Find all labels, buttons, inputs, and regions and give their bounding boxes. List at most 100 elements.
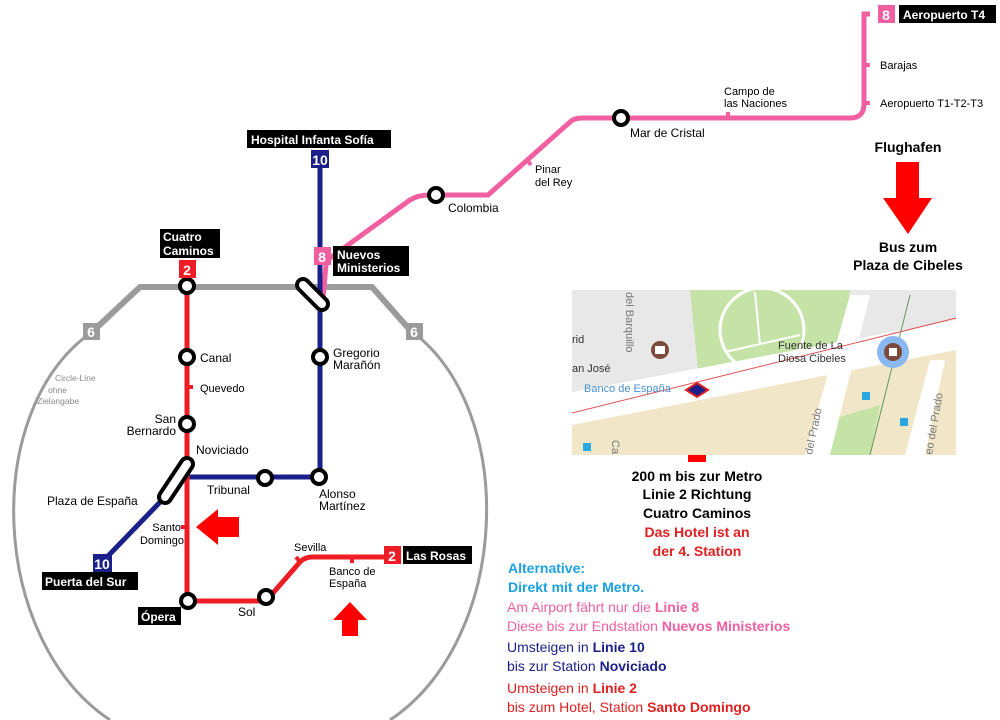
label-santo-domingo-2: Domingo xyxy=(140,535,184,547)
label-gregorio-maranon-2: Marañón xyxy=(333,358,380,372)
label-noviciado: Noviciado xyxy=(196,443,249,457)
map-label-jose: an José xyxy=(572,363,611,375)
line-badges: 10 10 8 8 2 2 6 6 xyxy=(83,5,895,572)
label-barajas: Barajas xyxy=(880,60,918,72)
directions-line: Linie 2 Richtung xyxy=(643,486,752,502)
map-label-fuente-2: Diosa Cibeles xyxy=(778,353,846,365)
directions-line: Das Hotel ist an xyxy=(644,524,749,540)
terminal-opera: Ópera xyxy=(141,609,176,624)
terminal-las-rosas: Las Rosas xyxy=(406,549,466,563)
badge-line-8: 8 xyxy=(318,249,326,265)
station-labels: Barajas Aeropuerto T1-T2-T3 Campo de las… xyxy=(37,60,983,619)
alt-line2-text-2: bis zum Hotel, Station Santo Domingo xyxy=(507,699,751,715)
directions: 200 m bis zur Metro Linie 2 Richtung Cua… xyxy=(632,468,763,559)
fountain-icon xyxy=(889,348,897,356)
station-alonso-martinez[interactable] xyxy=(310,468,328,486)
label-colombia: Colombia xyxy=(448,201,499,215)
map-label-barquillo: del Barquillo xyxy=(623,292,635,353)
flughafen-title: Flughafen xyxy=(875,139,942,155)
interchange-noviciado-plaza-espana[interactable] xyxy=(157,456,195,505)
badge-line-10: 10 xyxy=(94,556,110,572)
terminal-aeropuerto-t4: Aeropuerto T4 xyxy=(903,8,985,22)
label-tribunal: Tribunal xyxy=(207,483,250,497)
badge-line-2: 2 xyxy=(388,548,396,564)
station-cuatro-caminos[interactable] xyxy=(178,277,196,295)
label-pinar-del-rey-2: del Rey xyxy=(535,177,573,189)
bus-label-2: Plaza de Cibeles xyxy=(853,257,963,273)
airport-note: Flughafen Bus zum Plaza de Cibeles xyxy=(853,139,963,273)
alt-line10-text-2: bis zur Station Noviciado xyxy=(507,658,667,674)
directions-line: der 4. Station xyxy=(653,543,742,559)
label-canal: Canal xyxy=(200,351,231,365)
label-pinar-del-rey: Pinar xyxy=(535,164,561,176)
label-sol: Sol xyxy=(238,605,255,619)
label-circle-line: Circle-Line xyxy=(55,373,96,383)
label-alonso-martinez: Alonso xyxy=(319,487,356,501)
map-label-ca: Ca xyxy=(609,440,621,455)
label-banco-de-espana: Banco de xyxy=(329,566,375,578)
directions-line: 200 m bis zur Metro xyxy=(632,468,763,484)
alternative-title: Alternative: xyxy=(508,560,585,576)
label-san-bernardo: San xyxy=(155,412,176,426)
map-label-fuente: Fuente de La xyxy=(778,340,844,352)
line-6 xyxy=(12,284,489,720)
badge-line-6: 6 xyxy=(410,324,418,340)
line-8 xyxy=(320,11,870,299)
label-campo-de-las-naciones-2: las Naciones xyxy=(724,98,787,110)
alternative-subtitle: Direkt mit der Metro. xyxy=(508,579,644,595)
label-sevilla: Sevilla xyxy=(294,542,327,554)
station-sol[interactable] xyxy=(257,588,275,606)
label-campo-de-las-naciones: Campo de xyxy=(724,86,775,98)
label-gregorio-maranon: Gregorio xyxy=(333,346,380,360)
directions-line: Cuatro Caminos xyxy=(643,505,751,521)
terminal-nuevos-ministerios-2: Ministerios xyxy=(337,261,401,275)
bus-stop-icon xyxy=(583,443,591,451)
alternative-route: Alternative: Direkt mit der Metro. Am Ai… xyxy=(507,560,790,715)
interchange-nuevos-ministerios[interactable] xyxy=(295,277,330,312)
label-circle-line-2: ohne xyxy=(48,385,67,395)
bus-stop-icon xyxy=(862,392,870,400)
label-banco-de-espana-2: España xyxy=(329,578,367,590)
bus-stop-icon xyxy=(900,418,908,426)
label-circle-line-3: Zielangabe xyxy=(37,396,79,406)
label-quevedo: Quevedo xyxy=(200,383,245,395)
line-2-ticks xyxy=(181,385,354,564)
street-map[interactable]: Banco de España Fuente de La Diosa Cibel… xyxy=(572,288,956,456)
arrow-down-icon xyxy=(883,162,932,234)
station-gregorio-maranon[interactable] xyxy=(311,348,329,366)
label-aeropuerto-t123: Aeropuerto T1-T2-T3 xyxy=(880,98,983,110)
alt-line10-text: Umsteigen in Linie 10 xyxy=(507,639,645,655)
line-2 xyxy=(184,270,385,604)
station-san-bernardo[interactable] xyxy=(178,415,196,433)
arrow-left-icon xyxy=(196,509,239,545)
map-label-rid: rid xyxy=(572,334,584,346)
label-alonso-martinez-2: Martínez xyxy=(319,499,366,513)
badge-line-6: 6 xyxy=(87,324,95,340)
label-san-bernardo-2: Bernardo xyxy=(127,424,177,438)
metro-entrance-icon xyxy=(684,381,710,399)
station-opera[interactable] xyxy=(179,592,197,610)
station-canal[interactable] xyxy=(178,348,196,366)
alt-line8-text-2: Diese bis zur Endstation Nuevos Minister… xyxy=(507,618,790,634)
badge-line-2: 2 xyxy=(183,262,191,278)
label-santo-domingo: Santo xyxy=(152,522,181,534)
station-mar-de-cristal[interactable] xyxy=(612,109,630,127)
terminal-hospital-infanta-sofia: Hospital Infanta Sofía xyxy=(251,133,374,147)
line-8-ticks xyxy=(525,63,870,167)
alt-line2-text: Umsteigen in Linie 2 xyxy=(507,680,637,696)
label-mar-de-cristal: Mar de Cristal xyxy=(630,126,705,140)
label-plaza-de-espana: Plaza de España xyxy=(47,494,138,508)
bus-label: Bus zum xyxy=(879,239,937,255)
station-tribunal[interactable] xyxy=(256,469,274,487)
terminal-cuatro-caminos-2: Caminos xyxy=(163,244,214,258)
map-label-banco-de-espana: Banco de España xyxy=(584,383,672,395)
stations xyxy=(157,109,630,610)
badge-line-10: 10 xyxy=(312,152,328,168)
alt-line8-text: Am Airport fährt nur die Linie 8 xyxy=(507,599,699,615)
station-colombia[interactable] xyxy=(427,186,445,204)
terminal-puerta-del-sur: Puerta del Sur xyxy=(45,575,127,589)
badge-line-8: 8 xyxy=(882,7,890,23)
terminal-nuevos-ministerios: Nuevos xyxy=(337,248,381,262)
